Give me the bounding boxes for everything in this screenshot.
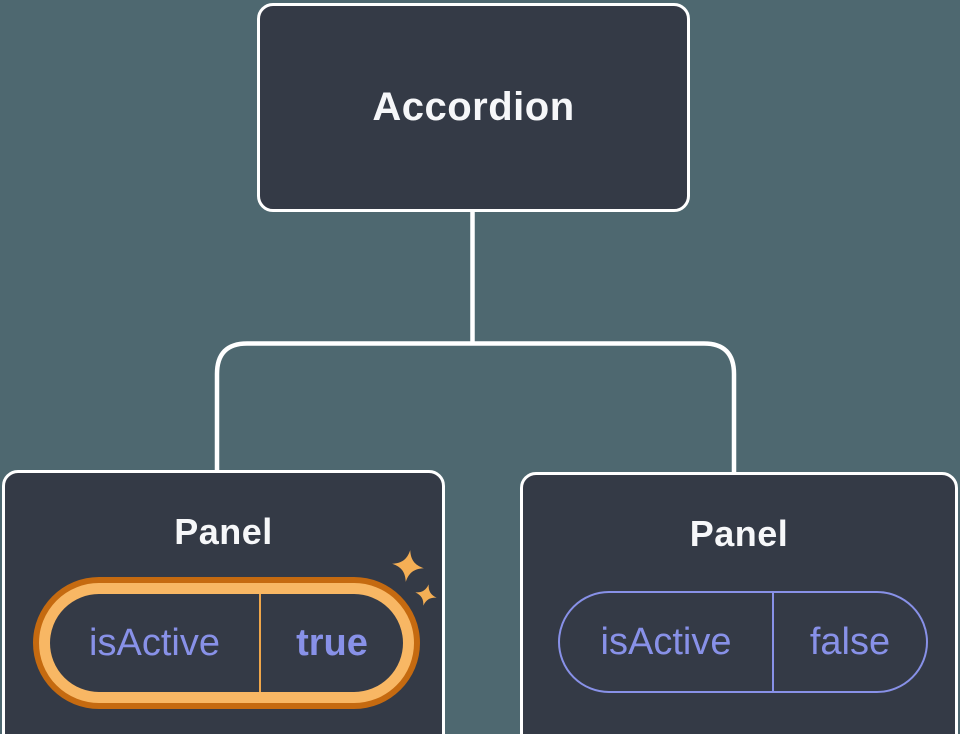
state-key-label: isActive [600,620,732,663]
accordion-node: Accordion [257,3,690,212]
panel-node-inactive: Panel isActive false [520,472,958,734]
state-value-label: true [296,621,368,664]
state-pill-inactive: isActive false [558,591,928,693]
panel-title: Panel [689,513,789,554]
state-value-cell: false [774,593,926,691]
state-pill-active: isActive true [39,583,414,703]
sparkle-icon [392,550,437,606]
state-key-cell: isActive [50,594,261,692]
panel-title: Panel [174,511,273,552]
state-key-cell: isActive [560,593,774,691]
state-value-cell: true [261,594,403,692]
accordion-node-label: Accordion [372,85,575,129]
panel-node-active: Panel isActive true [2,470,445,734]
state-key-label: isActive [89,621,220,664]
state-value-label: false [809,620,891,663]
